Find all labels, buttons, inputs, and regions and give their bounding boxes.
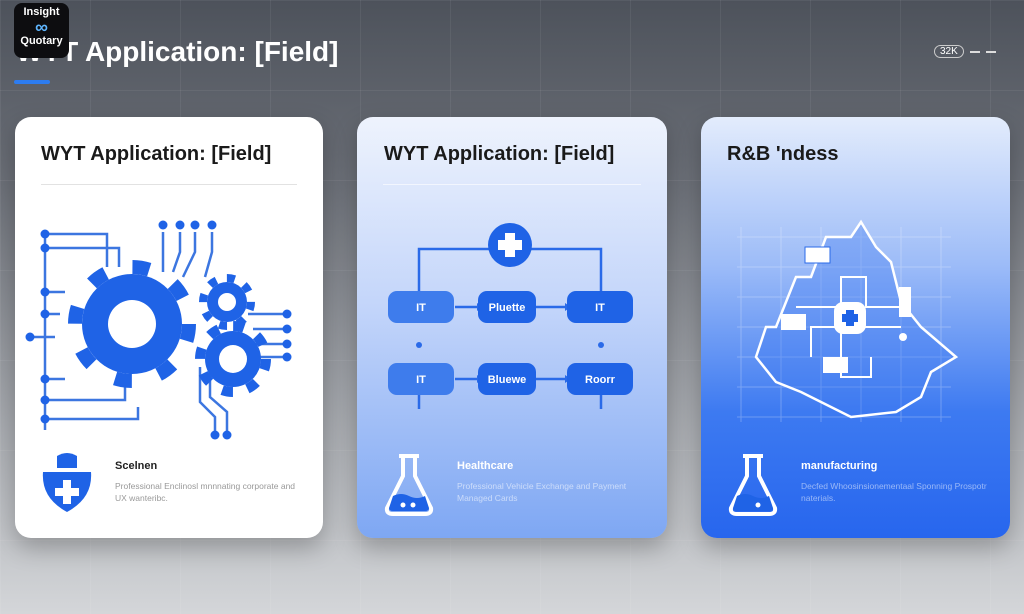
card-heading: manufacturing [801, 460, 878, 472]
map-network-icon [737, 219, 959, 422]
card-field-3[interactable]: R&B 'ndess manufacturing Decfed Whoosins… [701, 117, 1010, 538]
card-footer: manufacturing Decfed Whoosinsionementaal… [801, 460, 991, 504]
card-title: R&B 'ndess [727, 143, 839, 165]
logo-text-top: Insight [23, 6, 60, 18]
title-underline [14, 80, 50, 84]
node-label: IT [416, 374, 426, 386]
card-field-2[interactable]: WYT Application: [Field] IT Pluette IT I… [357, 117, 667, 538]
card-footer: Scelnen Professional Enclinosl mnnnating… [115, 460, 305, 504]
flask-icon [384, 454, 434, 516]
card-heading: Scelnen [115, 460, 158, 472]
node-label: IT [416, 302, 426, 314]
page-title: WYT Application: [Field] [16, 36, 339, 67]
card-description: Decfed Whoosinsionementaal Sponning Pros… [801, 481, 987, 503]
card-heading: Healthcare [457, 460, 514, 472]
node-label: Roorr [585, 374, 616, 386]
dash-icon [985, 50, 996, 53]
counter: 32K [934, 45, 996, 58]
medical-shield-icon [42, 453, 92, 512]
logo: Insight ∞ Quotary [14, 3, 69, 58]
card-title: WYT Application: [Field] [41, 143, 272, 165]
card-field-1[interactable]: WYT Application: [Field] [15, 117, 323, 538]
card-footer: Healthcare Professional Vehicle Exchange… [457, 460, 647, 504]
node-label: Bluewe [488, 374, 527, 386]
flowchart-icon: IT Pluette IT IT Bluewe Roorr [388, 223, 633, 409]
counter-badge: 32K [934, 45, 964, 58]
flask-icon [728, 454, 778, 516]
infinity-icon: ∞ [35, 17, 48, 37]
card-description: Professional Vehicle Exchange and Paymen… [457, 481, 627, 503]
node-label: IT [595, 302, 605, 314]
dash-icon [969, 50, 980, 53]
card-title: WYT Application: [Field] [384, 143, 615, 165]
gears-circuit-icon [25, 220, 292, 440]
card-description: Professional Enclinosl mnnnating corpora… [115, 481, 296, 503]
divider [383, 184, 641, 185]
logo-text-bottom: Quotary [20, 35, 63, 47]
divider [41, 184, 297, 185]
node-label: Pluette [489, 302, 526, 314]
